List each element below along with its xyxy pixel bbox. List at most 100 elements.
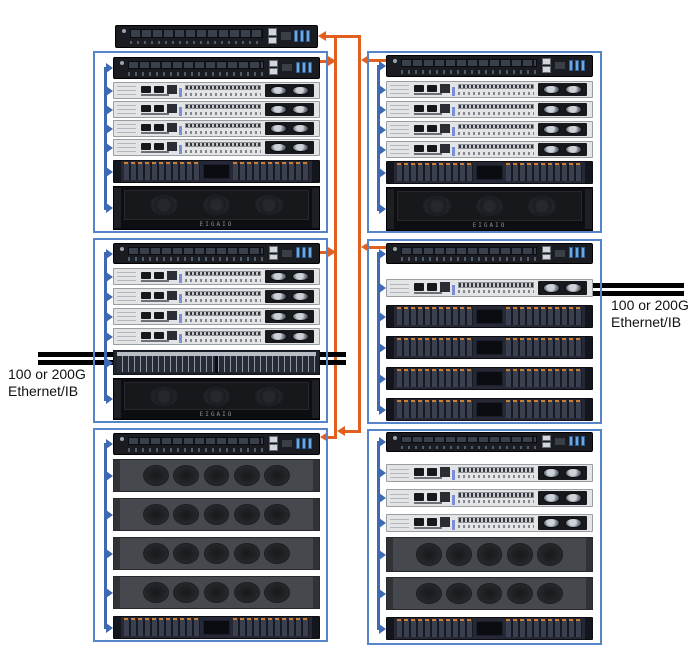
fanout-line-left-2: [104, 252, 107, 401]
fanout-arrowhead-icon: [379, 493, 386, 503]
server-label-text: [117, 142, 136, 152]
server-perforations: [184, 149, 261, 153]
fan-icon: [255, 194, 283, 215]
drive-shelf-2u: [386, 617, 593, 640]
fanout-arrowhead-icon: [106, 248, 113, 259]
server-vent-grille: [457, 467, 534, 473]
vent-oval-icon: [233, 581, 260, 604]
server-perforations: [457, 290, 534, 294]
server-drive-bay: [153, 104, 165, 112]
switch-module: [282, 64, 293, 72]
ethernet-switch: [386, 243, 593, 264]
server-psu-block: [264, 122, 314, 135]
server-module: [167, 330, 177, 340]
rack-ear: [387, 306, 395, 327]
fanout-branch: [377, 592, 379, 595]
appliance-decal-text: EIGAIO: [472, 221, 507, 229]
server-label-text: [390, 124, 409, 134]
left-link-label: 100 or 200G Ethernet/IB: [8, 366, 86, 400]
flash-drive-shelf: [113, 350, 320, 375]
server-1u: [113, 328, 320, 345]
vent-oval-icon: [142, 464, 169, 487]
psu-fan-icon: [542, 517, 560, 529]
left-link-label-line1: 100 or 200G: [8, 366, 86, 382]
server-psu-block: [264, 310, 314, 323]
server-lower-panel: [140, 93, 170, 97]
fanout-arrowhead-icon: [379, 404, 386, 415]
vent-oval-icon: [203, 581, 230, 604]
server-1u: [386, 464, 593, 482]
psu-fan-icon: [564, 282, 582, 294]
server-label-text: [390, 144, 409, 154]
switch-module: [282, 249, 293, 257]
server-module: [167, 122, 177, 132]
psu-fan-icon: [564, 517, 582, 529]
switch-logo-led-icon: [393, 59, 398, 64]
server-psu-block: [264, 141, 314, 154]
server-psu-block: [537, 143, 587, 156]
vent-oval-icon: [233, 464, 260, 487]
server-lower-panel: [140, 339, 170, 343]
server-perforations: [457, 525, 534, 529]
vent-oval-icon: [233, 542, 260, 565]
server-vent-grille: [184, 331, 261, 337]
server-psu-block: [264, 290, 314, 303]
psu-fan-icon: [542, 144, 560, 155]
fanout-branch: [104, 252, 106, 255]
switch-module: [555, 249, 566, 257]
server-perforations: [184, 338, 261, 342]
vent-oval-icon: [264, 581, 291, 604]
fanout-arrowhead-icon: [106, 63, 113, 73]
server-drive-bay: [140, 291, 151, 299]
switch-mgmt-ports: [267, 28, 277, 45]
server-drive-bay: [153, 331, 165, 339]
server-id-tab: [451, 469, 455, 480]
server-perforations: [184, 92, 261, 96]
fanout-arrowhead-icon: [379, 283, 386, 293]
server-drive-bay: [413, 282, 424, 291]
fanout-arrowhead-icon: [106, 166, 113, 177]
vent-oval-icon: [233, 503, 260, 526]
right-link-cable-bottom: [589, 291, 684, 296]
server-psu-block: [264, 330, 314, 343]
server-vent-grille: [184, 271, 261, 277]
server-vent-grille: [457, 124, 534, 130]
server-psu-block: [537, 491, 587, 505]
server-drive-bay: [140, 271, 151, 279]
switch-mgmt-ports: [541, 434, 551, 449]
server-label-text: [390, 104, 409, 114]
psu-fan-icon: [564, 124, 582, 135]
server-label-text: [117, 85, 136, 95]
fanout-arrowhead-icon: [379, 84, 386, 95]
fanout-arrowhead-icon: [379, 342, 386, 353]
drive-bank: [505, 337, 582, 356]
server-perforations: [457, 131, 534, 135]
fanout-arrowhead-icon: [379, 518, 386, 528]
switch-qsfp-ports: [128, 247, 264, 255]
switch-port-leds: [401, 445, 537, 449]
fanout-arrowhead-icon: [106, 509, 113, 520]
fanout-branch: [104, 206, 106, 210]
psu-fan-icon: [269, 331, 287, 342]
drive-shelf-2u: [113, 616, 320, 639]
fanout-line-right-3: [377, 440, 380, 630]
switch-usb-ports-icon: [295, 61, 312, 73]
fanout-line-left-3: [104, 442, 107, 629]
server-drive-bay: [426, 104, 438, 112]
psu-fan-icon: [564, 467, 582, 479]
rack-ear: [312, 187, 319, 229]
fan-icon: [150, 194, 178, 215]
server-1u: [113, 101, 320, 118]
server-vent-grille: [457, 144, 534, 150]
fan-icon: [528, 195, 556, 216]
fan-icon: [475, 195, 504, 216]
fanout-line-right-1: [377, 64, 380, 211]
fanout-branch: [377, 108, 379, 111]
server-vent-grille: [457, 282, 534, 288]
drive-bank: [397, 399, 474, 418]
server-id-tab: [451, 494, 455, 505]
psu-fan-icon: [269, 85, 287, 96]
switch-mgmt-ports: [268, 60, 278, 76]
arrow-into-bottom-left-switch-icon: [320, 432, 328, 442]
